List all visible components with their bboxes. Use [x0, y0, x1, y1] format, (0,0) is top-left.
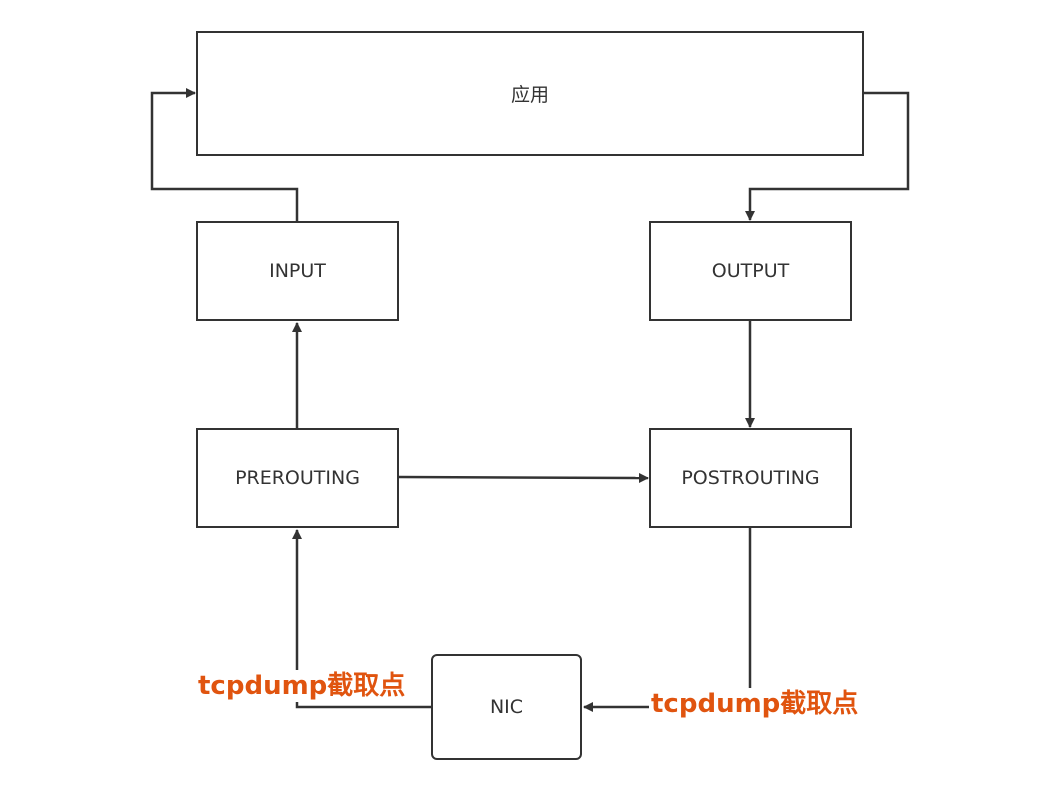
arrow-postrouting-to-nic: [583, 527, 752, 712]
tcpdump-capture-point-right: tcpdump截取点: [649, 688, 861, 720]
postrouting-label: POSTROUTING: [681, 467, 820, 489]
input-box: INPUT: [196, 221, 399, 321]
arrow-app-to-output: [745, 91, 910, 221]
output-box: OUTPUT: [649, 221, 852, 321]
app-label: 应用: [510, 84, 549, 106]
arrow-prerouting-to-postrouting: [398, 472, 649, 483]
arrow-nic-to-prerouting: [292, 529, 431, 709]
nic-label: NIC: [489, 696, 524, 718]
arrow-input-to-app: [150, 88, 299, 221]
prerouting-label: PREROUTING: [235, 467, 360, 489]
input-label: INPUT: [269, 260, 326, 282]
nic-box: NIC: [431, 654, 582, 760]
tcpdump-capture-point-left: tcpdump截取点: [196, 670, 408, 702]
postrouting-box: POSTROUTING: [649, 428, 852, 528]
output-label: OUTPUT: [711, 260, 790, 282]
app-box: 应用: [196, 31, 864, 156]
prerouting-box: PREROUTING: [196, 428, 399, 528]
